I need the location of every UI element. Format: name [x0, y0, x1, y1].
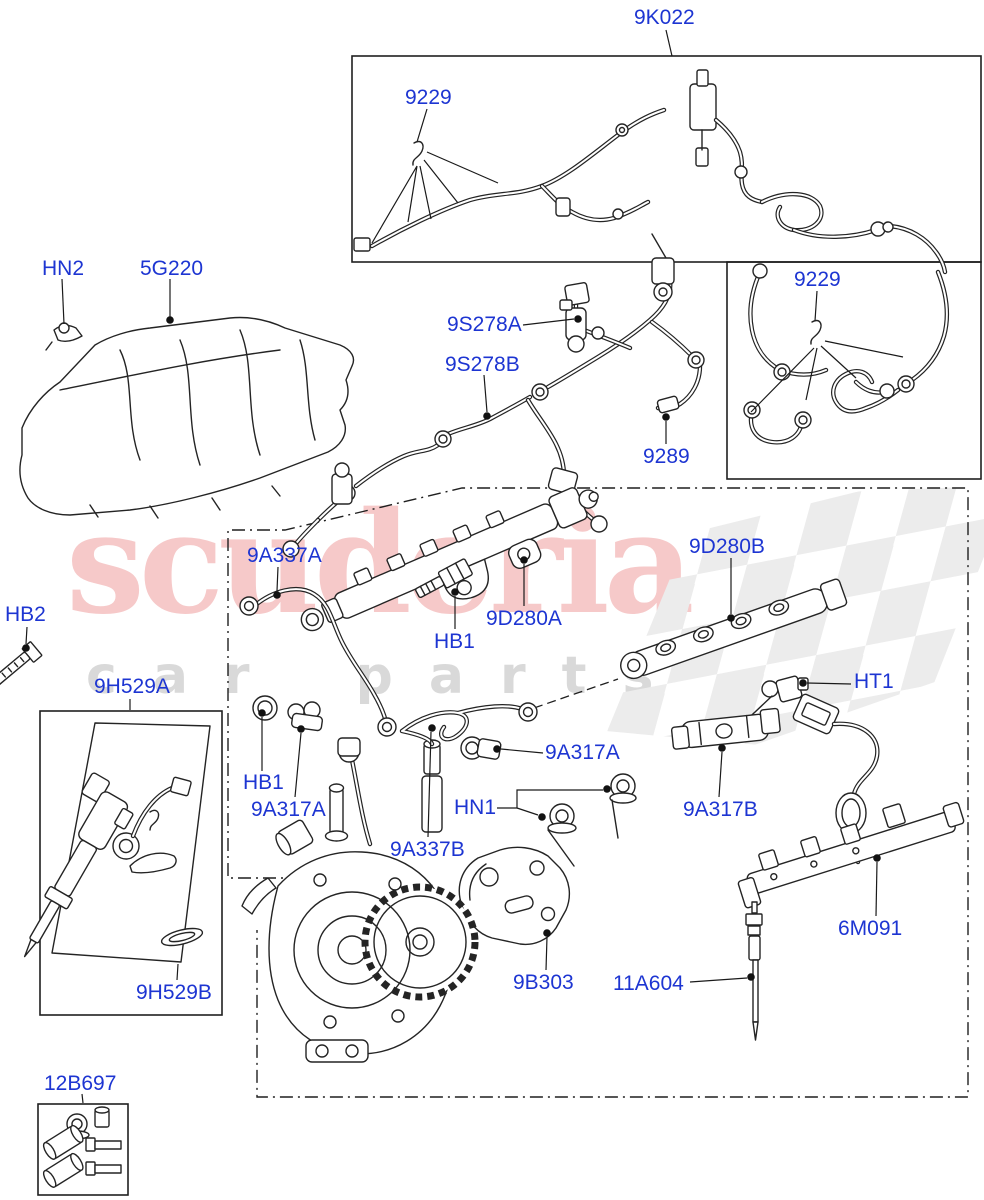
- nuts-hn1-drawing: [547, 773, 637, 867]
- fuel-hoses-drawing: [743, 263, 947, 442]
- glow-plug-drawing: [745, 901, 763, 1041]
- part-label-5g220[interactable]: 5G220: [140, 257, 204, 280]
- leader-lines: [22, 29, 904, 1104]
- part-label-9b303[interactable]: 9B303: [513, 971, 574, 994]
- rail-bolt-hb1-drawing: [415, 558, 473, 599]
- part-label-hn1[interactable]: HN1: [454, 796, 497, 819]
- fuel-pump-drawing: [241, 739, 479, 1063]
- bracket-9b303-drawing: [458, 846, 571, 946]
- part-label-9h529b[interactable]: 9H529B: [136, 981, 212, 1004]
- bolt-hb2-drawing: [0, 641, 43, 686]
- heat-shield-drawing: [19, 316, 355, 519]
- hardware-kit-drawing: [37, 1103, 129, 1196]
- part-label-9s278b[interactable]: 9S278B: [445, 353, 520, 376]
- part-label-9h529a[interactable]: 9H529A: [94, 675, 170, 698]
- part-label-9k022[interactable]: 9K022: [634, 6, 695, 29]
- injector-kit-drawing: [23, 710, 223, 1016]
- part-label-9229-top[interactable]: 9229: [405, 86, 452, 109]
- part-label-hn2[interactable]: HN2: [42, 257, 85, 280]
- bracket-9a317b-drawing: [670, 707, 781, 750]
- part-label-hb1-mid[interactable]: HB1: [434, 630, 475, 653]
- part-label-6m091[interactable]: 6M091: [838, 917, 903, 940]
- group-box-9229-hoses: [726, 261, 982, 480]
- part-label-9289[interactable]: 9289: [643, 445, 690, 468]
- part-label-9229-right[interactable]: 9229: [794, 268, 841, 291]
- part-label-9a317b[interactable]: 9A317B: [683, 798, 758, 821]
- part-label-hb2[interactable]: HB2: [5, 603, 46, 626]
- dashed-group-outline: [227, 487, 969, 1098]
- part-label-9a317a-right[interactable]: 9A317A: [545, 741, 620, 764]
- part-label-12b697[interactable]: 12B697: [44, 1072, 117, 1095]
- part-label-ht1[interactable]: HT1: [854, 670, 894, 693]
- fuel-rail-front-drawing: [300, 487, 599, 632]
- part-label-11a604[interactable]: 11A604: [613, 972, 684, 995]
- part-label-9s278a[interactable]: 9S278A: [447, 313, 522, 336]
- part-label-9a337b[interactable]: 9A337B: [390, 838, 465, 861]
- sensor-ht1-drawing: [736, 675, 809, 730]
- watermark-tagline: car parts: [86, 646, 690, 706]
- fuel-return-pipe-drawing: [282, 257, 705, 558]
- part-label-hb1-left[interactable]: HB1: [243, 771, 284, 794]
- glow-plug-harness-drawing: [737, 693, 965, 909]
- part-label-9d280b[interactable]: 9D280B: [689, 535, 765, 558]
- fuel-rail-rear-drawing: [620, 578, 848, 680]
- part-label-9a337a[interactable]: 9A337A: [247, 544, 322, 567]
- part-label-9d280a[interactable]: 9D280A: [486, 607, 562, 630]
- injector-wiring-harness-drawing: [353, 69, 945, 272]
- part-label-9a317a-left[interactable]: 9A317A: [251, 798, 326, 821]
